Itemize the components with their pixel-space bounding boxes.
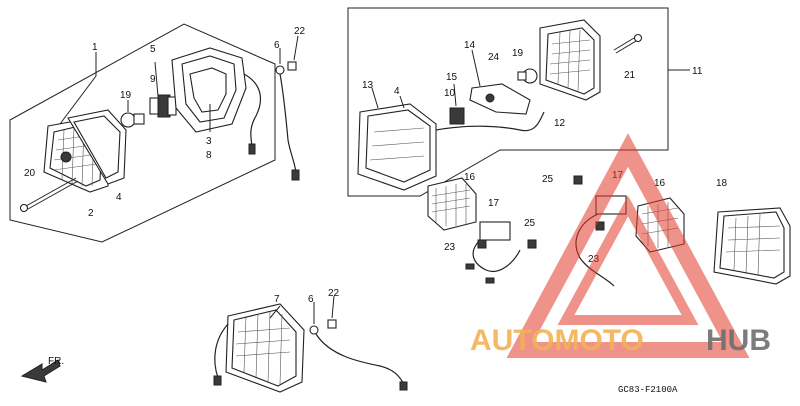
callout-6: 6 bbox=[274, 40, 280, 51]
callout-18: 18 bbox=[716, 178, 728, 189]
callout-3: 3 bbox=[206, 136, 212, 147]
rear-group-frame bbox=[347, 7, 669, 197]
callout-8: 8 bbox=[206, 150, 212, 161]
bulb-19-rear bbox=[517, 68, 538, 84]
callout-9: 9 bbox=[150, 74, 156, 85]
watermark-logo bbox=[506, 133, 750, 358]
watermark-text-hub: HUB bbox=[706, 324, 771, 357]
callout-10: 10 bbox=[444, 88, 456, 99]
callout-2: 2 bbox=[88, 208, 94, 219]
callout-21: 21 bbox=[624, 70, 636, 81]
bolt-25-center bbox=[527, 239, 537, 249]
socket-5-9 bbox=[149, 94, 177, 118]
watermark-triangle-inner bbox=[557, 195, 699, 325]
socket-10-15 bbox=[435, 107, 545, 132]
front-label: FR. bbox=[48, 356, 64, 367]
callout-1: 1 bbox=[92, 42, 98, 53]
screw-21 bbox=[613, 33, 643, 54]
diagram-code: GC83-F2100A bbox=[618, 385, 678, 395]
callout-17a: 17 bbox=[488, 198, 500, 209]
callout-4b: 4 bbox=[394, 86, 400, 97]
callout-19a: 19 bbox=[120, 90, 132, 101]
callout-14: 14 bbox=[464, 40, 476, 51]
callout-16a: 16 bbox=[464, 172, 476, 183]
callout-25b: 25 bbox=[524, 218, 536, 229]
callout-11: 11 bbox=[692, 66, 703, 77]
callout-16b: 16 bbox=[654, 178, 666, 189]
callout-25a: 25 bbox=[542, 174, 554, 185]
callout-5: 5 bbox=[150, 44, 156, 55]
callout-22a: 22 bbox=[294, 26, 306, 37]
rear-housing bbox=[357, 103, 437, 191]
left-gasket bbox=[67, 109, 127, 185]
callout-6b: 6 bbox=[308, 294, 314, 305]
ground-wire-left bbox=[275, 61, 300, 181]
rear-lens bbox=[539, 19, 601, 101]
screw-20 bbox=[19, 177, 79, 213]
callout-15: 15 bbox=[446, 72, 458, 83]
callout-4: 4 bbox=[116, 192, 122, 203]
watermark-text: AUTOMOTO HUB bbox=[470, 324, 771, 357]
callout-12: 12 bbox=[554, 118, 566, 129]
callout-22b: 22 bbox=[328, 288, 340, 299]
front-arrow-icon: FR. bbox=[20, 356, 64, 383]
ground-wire-bottom bbox=[309, 319, 408, 391]
relay-16-center bbox=[427, 177, 477, 231]
callout-20: 20 bbox=[24, 168, 36, 179]
bottom-turn-signal bbox=[213, 303, 305, 393]
callout-23a: 23 bbox=[444, 242, 456, 253]
watermark-triangle-outer bbox=[506, 133, 750, 358]
callout-24: 24 bbox=[488, 52, 500, 63]
callout-7: 7 bbox=[274, 294, 280, 305]
left-housing bbox=[171, 47, 262, 155]
callout-13: 13 bbox=[362, 80, 374, 91]
connector-17-center bbox=[465, 221, 521, 284]
callout-19b: 19 bbox=[512, 48, 524, 59]
left-group-frame bbox=[9, 23, 276, 243]
bolt-23-center bbox=[477, 239, 487, 249]
bulb-19-left bbox=[120, 112, 145, 128]
watermark-text-automoto: AUTOMOTO bbox=[470, 324, 644, 357]
leader-lines bbox=[59, 35, 690, 324]
bracket-14 bbox=[469, 83, 531, 115]
